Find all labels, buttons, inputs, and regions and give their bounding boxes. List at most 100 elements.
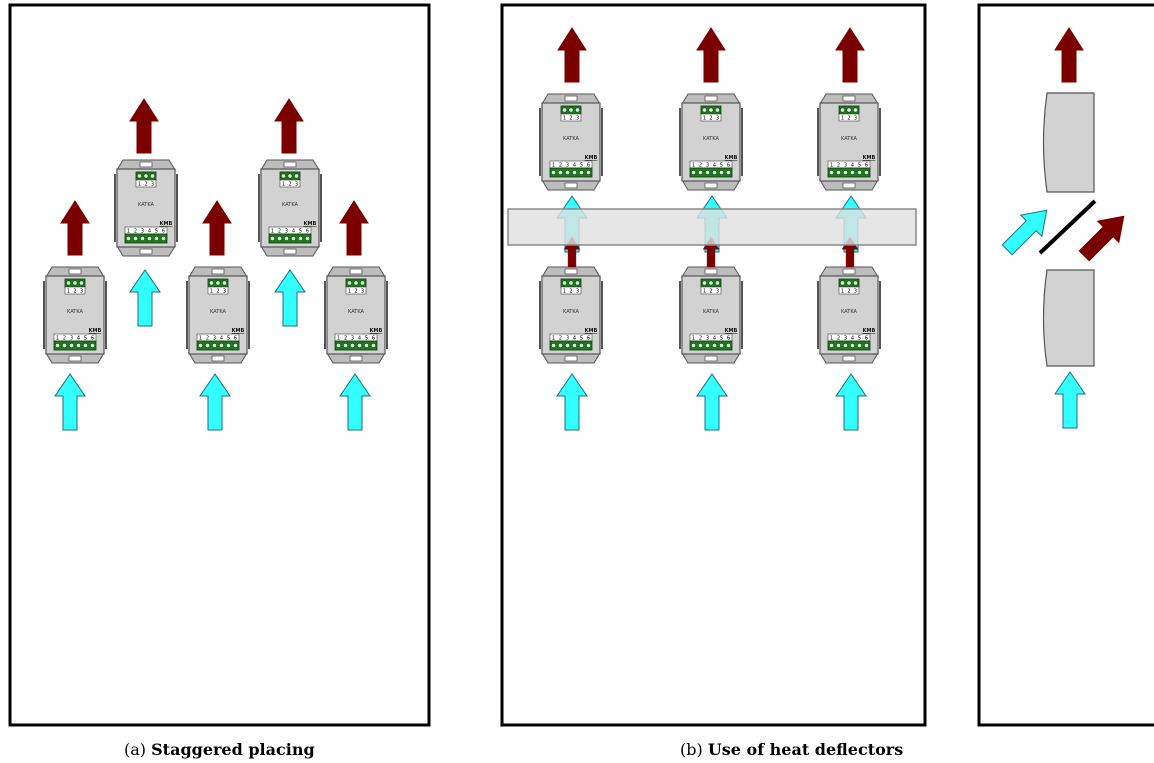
- terminal-screw: [136, 173, 142, 179]
- cool-air-arrow: [274, 269, 306, 327]
- terminal-number: 1: [563, 289, 566, 295]
- terminal-screw: [725, 343, 731, 349]
- terminal-labels-bottom: [549, 333, 593, 342]
- mounting-slot: [283, 161, 297, 168]
- terminal-labels-top: [135, 179, 157, 188]
- terminal-screw: [704, 170, 710, 176]
- terminal-number: 3: [351, 336, 354, 342]
- device-body-upper: [1042, 92, 1095, 193]
- terminal-number: 2: [216, 289, 219, 295]
- terminal-screw: [578, 170, 584, 176]
- terminal-number: 2: [206, 336, 209, 342]
- terminal-screw: [863, 343, 869, 349]
- terminal-screw: [835, 343, 841, 349]
- terminal-screw: [568, 280, 574, 286]
- terminal-screw: [75, 343, 81, 349]
- terminal-number: 3: [361, 289, 364, 295]
- terminal-screw: [718, 343, 724, 349]
- terminal-number: 2: [837, 163, 840, 169]
- terminal-screw: [353, 280, 359, 286]
- terminal-number: 1: [552, 163, 555, 169]
- heat-deflector: [507, 208, 917, 246]
- terminal-screw: [551, 343, 557, 349]
- terminal-number: 4: [358, 336, 361, 342]
- terminal-number: 6: [727, 163, 730, 169]
- terminal-block-bottom: [689, 167, 733, 178]
- terminal-screw: [829, 170, 835, 176]
- terminal-screw: [276, 236, 282, 242]
- terminal-labels-bottom: [549, 160, 593, 169]
- terminal-number: 5: [580, 336, 583, 342]
- terminal-screw: [714, 280, 720, 286]
- terminal-labels-top: [207, 286, 229, 295]
- terminal-labels-bottom: [689, 333, 733, 342]
- terminal-number: 3: [576, 116, 579, 122]
- terminal-screw: [215, 280, 221, 286]
- hot-air-arrow: [339, 200, 369, 256]
- terminal-number: 4: [851, 336, 854, 342]
- mounting-slot: [211, 268, 225, 275]
- model-label: KATKA: [703, 136, 719, 142]
- model-label: KATKA: [703, 309, 719, 315]
- terminal-screw: [578, 343, 584, 349]
- terminal-number: 1: [703, 289, 706, 295]
- terminal-screw: [574, 107, 580, 113]
- terminal-screw: [701, 280, 707, 286]
- terminal-block-bottom: [689, 340, 733, 351]
- terminal-labels-top: [560, 113, 582, 122]
- mounting-slot: [139, 248, 153, 255]
- terminal-number: 6: [234, 336, 237, 342]
- terminal-screw: [711, 170, 717, 176]
- terminal-labels-bottom: [124, 226, 168, 235]
- panel-a-airflow: [54, 98, 371, 431]
- terminal-number: 3: [285, 229, 288, 235]
- terminal-screw: [725, 170, 731, 176]
- terminal-screw: [78, 280, 84, 286]
- panel-c-detail: [1001, 27, 1125, 429]
- mounting-slot: [842, 182, 856, 189]
- cool-air-arrow: [1054, 371, 1086, 429]
- brand-label: KMB: [585, 155, 598, 161]
- mounting-slot: [842, 268, 856, 275]
- terminal-labels-top: [279, 179, 301, 188]
- panel-a-frame: [8, 3, 431, 727]
- caption-heat-deflectors: (b) Use of heat deflectors: [680, 740, 903, 759]
- terminal-number: 1: [563, 116, 566, 122]
- terminal-screw: [359, 280, 365, 286]
- terminal-number: 2: [144, 182, 147, 188]
- terminal-screw: [149, 173, 155, 179]
- brand-label: KMB: [304, 221, 317, 227]
- terminal-number: 3: [141, 229, 144, 235]
- terminal-labels-bottom: [827, 160, 871, 169]
- terminal-number: 6: [91, 336, 94, 342]
- terminal-number: 2: [63, 336, 66, 342]
- mounting-slot: [139, 161, 153, 168]
- terminal-number: 1: [552, 336, 555, 342]
- terminal-screw: [126, 236, 132, 242]
- panel-c-frame: [977, 3, 1154, 727]
- terminal-screw: [691, 343, 697, 349]
- terminal-screw: [370, 343, 376, 349]
- model-label: KATKA: [282, 202, 298, 208]
- caption-text: Staggered placing: [151, 740, 315, 759]
- terminal-screw: [290, 236, 296, 242]
- terminal-number: 5: [155, 229, 158, 235]
- terminal-screw: [561, 107, 567, 113]
- terminal-number: 4: [220, 336, 223, 342]
- terminal-screw: [697, 170, 703, 176]
- mounting-slot: [564, 268, 578, 275]
- terminal-screw: [561, 280, 567, 286]
- terminal-number: 1: [127, 229, 130, 235]
- terminal-number: 1: [830, 336, 833, 342]
- terminal-number: 1: [56, 336, 59, 342]
- terminal-screw: [574, 280, 580, 286]
- terminal-screw: [139, 236, 145, 242]
- terminal-number: 5: [858, 163, 861, 169]
- terminal-number: 1: [830, 163, 833, 169]
- terminal-screw: [842, 170, 848, 176]
- mounting-slot: [842, 355, 856, 362]
